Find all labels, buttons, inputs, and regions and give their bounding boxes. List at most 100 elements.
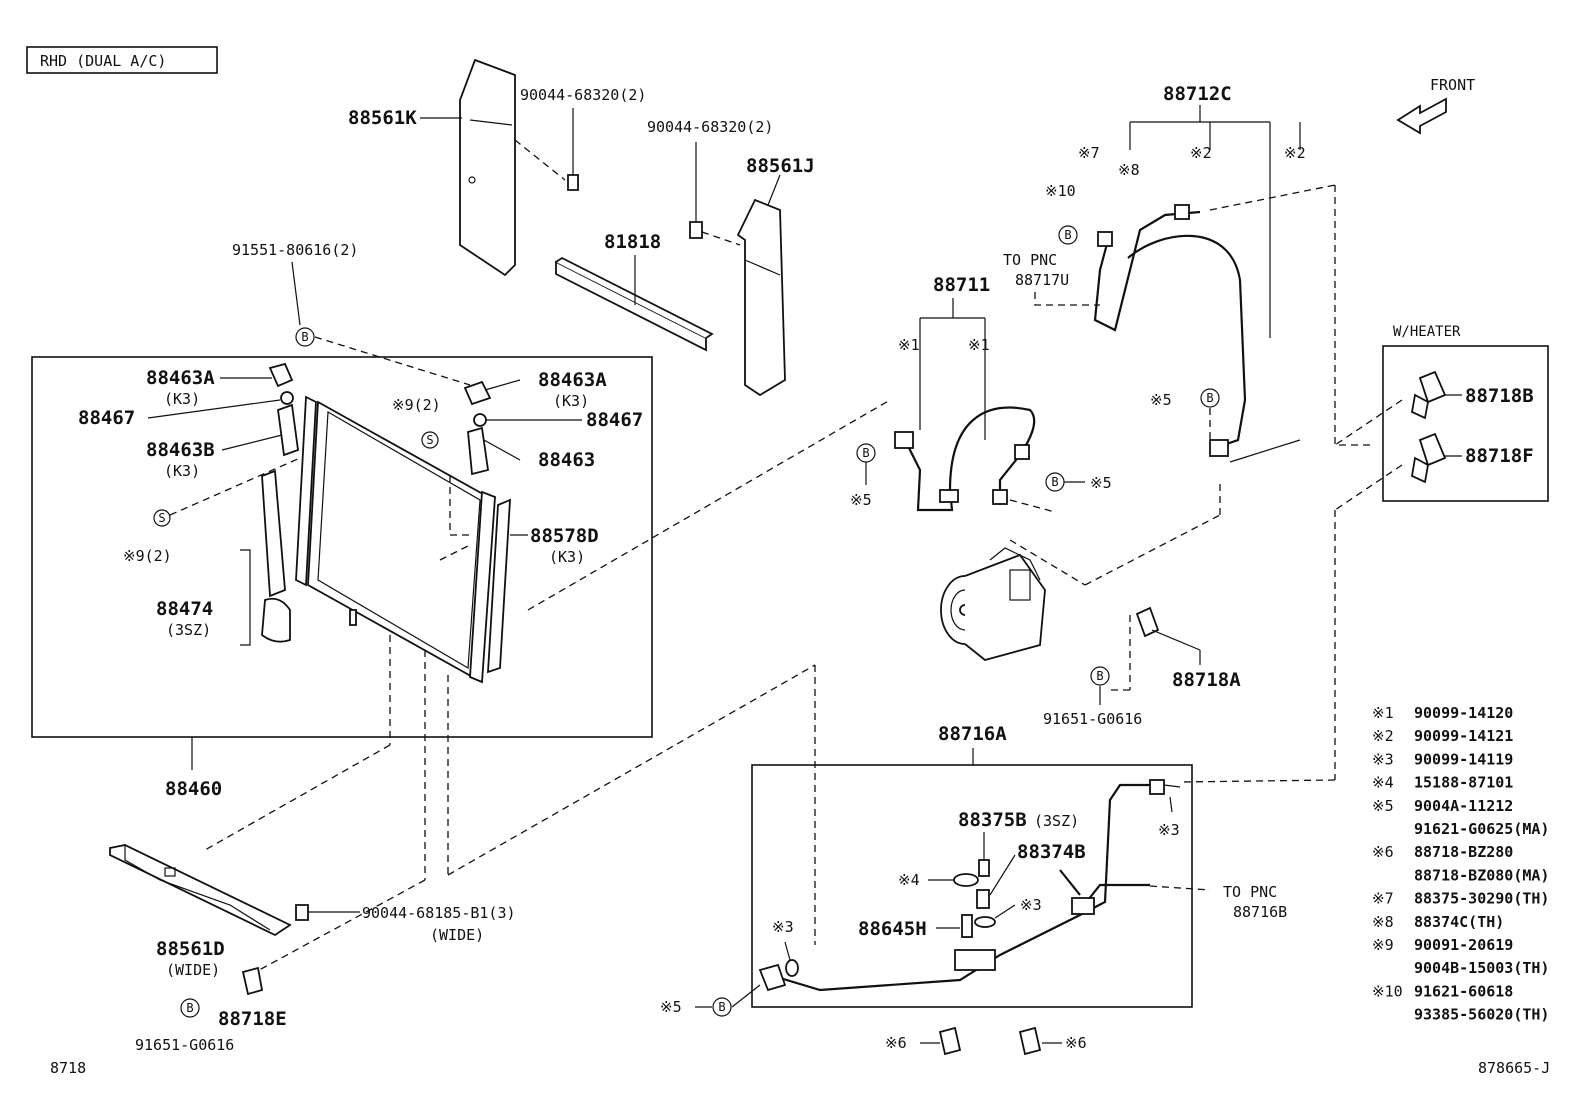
bolt-symbol-icon-e: B [180,998,200,1018]
clamp-88718E [241,966,264,996]
bracket-88463B [277,403,299,457]
svg-text:S: S [426,433,433,447]
legend-mark: ※3 [1372,750,1394,768]
bracket-88463 [467,426,490,476]
legend-mark: ※1 [1372,704,1394,722]
svg-text:B: B [718,1000,725,1014]
legend-part-number: 88718-BZ080(MA) [1414,866,1549,884]
callout-m1-b: ※1 [968,336,990,354]
heater-label: W/HEATER [1393,324,1461,340]
callout-to-pnc-a: TO PNC [1003,251,1057,269]
callout-m5-d: ※5 [660,998,682,1016]
callout-wide-a: (WIDE) [166,961,220,979]
clamp-m6-a [938,1026,962,1056]
legend-mark: ※4 [1372,774,1394,792]
svg-text:B: B [1051,475,1058,489]
shroud-88561J [736,198,786,397]
callout-k3-a: (K3) [164,390,200,408]
condenser-assembly-box [31,356,653,738]
legend-part-number: 90099-14121 [1414,727,1513,745]
svg-text:B: B [862,446,869,460]
heater-box [1382,345,1549,502]
variant-box [26,46,218,74]
clamp-88718B [1410,370,1447,420]
page-code: 8718 [50,1059,86,1077]
legend-part-number: 9004B-15003(TH) [1414,959,1549,977]
callout-m5-a: ※5 [850,491,872,509]
clamp-m6-b [1018,1026,1042,1056]
front-label: FRONT [1430,76,1475,94]
legend-mark: ※7 [1372,890,1394,908]
bolt-symbol-icon-718a: B [1090,666,1110,686]
hose-88711 [894,406,1036,512]
callout-90044-68185: 90044-68185-B1(3) [362,904,516,922]
valve-88375B [978,859,990,877]
callout-k3-d: (K3) [549,548,585,566]
bolt-symbol-icon-711b: B [1045,472,1065,492]
legend-part-number: 9004A-11212 [1414,797,1513,815]
callout-3sz-b: (3SZ) [1034,812,1079,830]
svg-text:B: B [1096,669,1103,683]
shroud-88561K [459,58,516,277]
callout-m2-a: ※2 [1190,144,1212,162]
screw-symbol-icon-right: S [421,431,439,449]
legend-mark: ※10 [1372,982,1403,1000]
seal-88474 [261,469,291,643]
callout-m6-b: ※6 [1065,1034,1087,1052]
callout-88375B: 88375B [958,809,1027,831]
seal-81818 [555,256,714,352]
bushing-88467-right [473,413,487,427]
callout-3sz-a: (3SZ) [166,621,211,639]
svg-text:B: B [186,1001,193,1015]
legend-part-number: 90099-14120 [1414,704,1513,722]
callout-91651-b: 91651-G0616 [135,1036,234,1054]
legend-part-number: 88718-BZ280 [1414,843,1513,861]
legend-mark: ※2 [1372,727,1394,745]
callout-88463A-right: 88463A [538,369,607,391]
callout-88561K: 88561K [348,107,417,129]
callout-88718A: 88718A [1172,669,1241,691]
callout-90044-68320-b: 90044-68320(2) [647,118,773,136]
legend-part-number: 90099-14119 [1414,750,1513,768]
pipe-88716A [758,779,1165,992]
pipe-assembly-box [751,764,1193,1008]
bolt-90044-a [567,108,579,191]
callout-m2-b: ※2 [1284,144,1306,162]
legend-part-number: 88375-30290(TH) [1414,890,1549,908]
bolt-90044-b [689,142,703,239]
callout-m3-c: ※3 [1158,821,1180,839]
callout-88716B: 88716B [1233,903,1287,921]
callout-88717U: 88717U [1015,271,1069,289]
legend-part-number: 91621-G0625(MA) [1414,820,1549,838]
callout-88578D: 88578D [530,525,599,547]
callout-88561D: 88561D [156,938,225,960]
legend-part-number: 91621-60618 [1414,982,1513,1000]
callout-88474: 88474 [156,598,213,620]
callout-s9-right: ※9(2) [392,396,441,414]
front-arrow-icon [1396,97,1447,135]
callout-88718B: 88718B [1465,385,1534,407]
switch-88374B [976,889,990,909]
legend-mark: ※9 [1372,936,1394,954]
callout-88716A: 88716A [938,723,1007,745]
callout-88561J: 88561J [746,155,815,177]
callout-k3-b: (K3) [164,462,200,480]
callout-88718F: 88718F [1465,445,1534,467]
screw-symbol-icon-left: S [153,509,171,527]
callout-m10: ※10 [1045,182,1076,200]
callout-m8: ※8 [1118,161,1140,179]
callout-88718E: 88718E [218,1008,287,1030]
svg-text:B: B [1064,228,1071,242]
bracket-88561D [109,844,292,937]
condenser-core [295,395,496,684]
bracket-88463A-left [268,362,294,388]
callout-m5-c: ※5 [1150,391,1172,409]
callout-m6-a: ※6 [885,1034,907,1052]
callout-88645H: 88645H [858,918,927,940]
svg-text:B: B [1206,391,1213,405]
callout-88463B: 88463B [146,439,215,461]
callout-88463: 88463 [538,449,595,471]
callout-88467-right: 88467 [586,409,643,431]
bolt-symbol-icon: B [295,327,315,347]
